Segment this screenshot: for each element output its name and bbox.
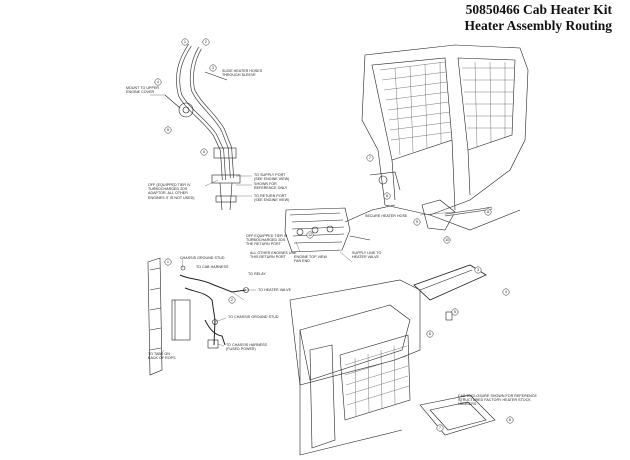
item-balloon-number: 1 — [184, 40, 186, 44]
item-balloon-number: 4 — [157, 80, 159, 84]
item-balloon-number: 5 — [454, 310, 456, 314]
cab-grille-view — [361, 44, 529, 231]
item-balloon-number: 12 — [308, 233, 312, 237]
diagram-subtitle: Heater Assembly Routing — [464, 18, 613, 33]
callout-off-tier4-mid: OFF EQUIPPED TIER IV TURBOCHARGED 2DS TH… — [246, 234, 288, 247]
hose-assembly-view — [164, 43, 241, 211]
callout-all-other-engines: ALL OTHER ENGINES USE THIS RETURN PORT — [250, 251, 297, 260]
callout-shown-reference: SHOWN FOR REFERENCE ONLY — [254, 182, 288, 191]
callout-slide-hoses: SLIDE HEATER HOSES THROUGH SLEEVE — [222, 69, 263, 78]
item-balloons — [154, 38, 514, 432]
item-balloon-number: 6 — [203, 150, 205, 154]
callout-return-port: TO RETURN PORT (SEE ENGINE VIEW) — [254, 194, 290, 203]
diagram-title: 50850466 Cab Heater Kit — [465, 2, 612, 17]
callout-engine-top-view: ENGINE TOP VIEW FAN END — [294, 255, 327, 264]
item-balloon-number: 4 — [505, 290, 507, 294]
callout-chassis-ground-top: CHASSIS GROUND STUD — [180, 256, 225, 260]
callout-to-tabs: TO TABS ON BACK OF ROPS — [148, 352, 176, 361]
item-balloon-number: 2 — [205, 40, 207, 44]
callout-to-relay: TO RELAY — [248, 272, 266, 276]
item-balloon-number: 10 — [445, 238, 449, 242]
callout-to-chassis-harness: TO CHASSIS HARNESS (FUSED POWER) — [226, 343, 267, 352]
item-balloon-number: 3 — [212, 66, 214, 70]
item-balloon-number: 8 — [509, 418, 511, 422]
engine-top-view — [284, 204, 396, 253]
item-balloon-number: 9 — [416, 220, 418, 224]
item-balloon-number: 11 — [486, 210, 490, 214]
callout-off-tier4-left: OFF (EQUIPPED TIER IV TURBOCHARGED 2DS A… — [148, 183, 195, 200]
item-balloon-number: 3 — [477, 268, 479, 272]
callout-supply-line: SUPPLY LINE TO HEATER VALVE — [352, 251, 382, 260]
item-balloon-number: 7 — [439, 426, 441, 430]
item-balloon-number: 6 — [429, 332, 431, 336]
callout-supply-port: TO SUPPLY PORT (SEE ENGINE VIEW) — [254, 173, 290, 182]
callout-to-chassis-ground: TO CHASSIS GROUND STUD — [228, 315, 279, 319]
item-balloon-number: 1 — [167, 260, 169, 264]
item-balloon-number: 8 — [386, 194, 388, 198]
callout-cab-shown: CAB ENCLOSURE SHOWN FOR REFERENCE STRUCT… — [458, 394, 537, 407]
cab-door-view — [289, 264, 496, 456]
callout-mount-upper: MOUNT TO UPPER ENGINE COVER — [126, 86, 160, 95]
item-balloon-number: 7 — [369, 156, 371, 160]
callout-to-cab-harness: TO CAB HARNESS — [196, 265, 229, 269]
item-balloon-number: 2 — [231, 298, 233, 302]
callout-secure-hose: SECURE HEATER HOSE — [365, 214, 408, 218]
callout-to-heater-valve: TO HEATER VALVE — [258, 288, 292, 292]
item-balloon-number: 5 — [167, 128, 169, 132]
